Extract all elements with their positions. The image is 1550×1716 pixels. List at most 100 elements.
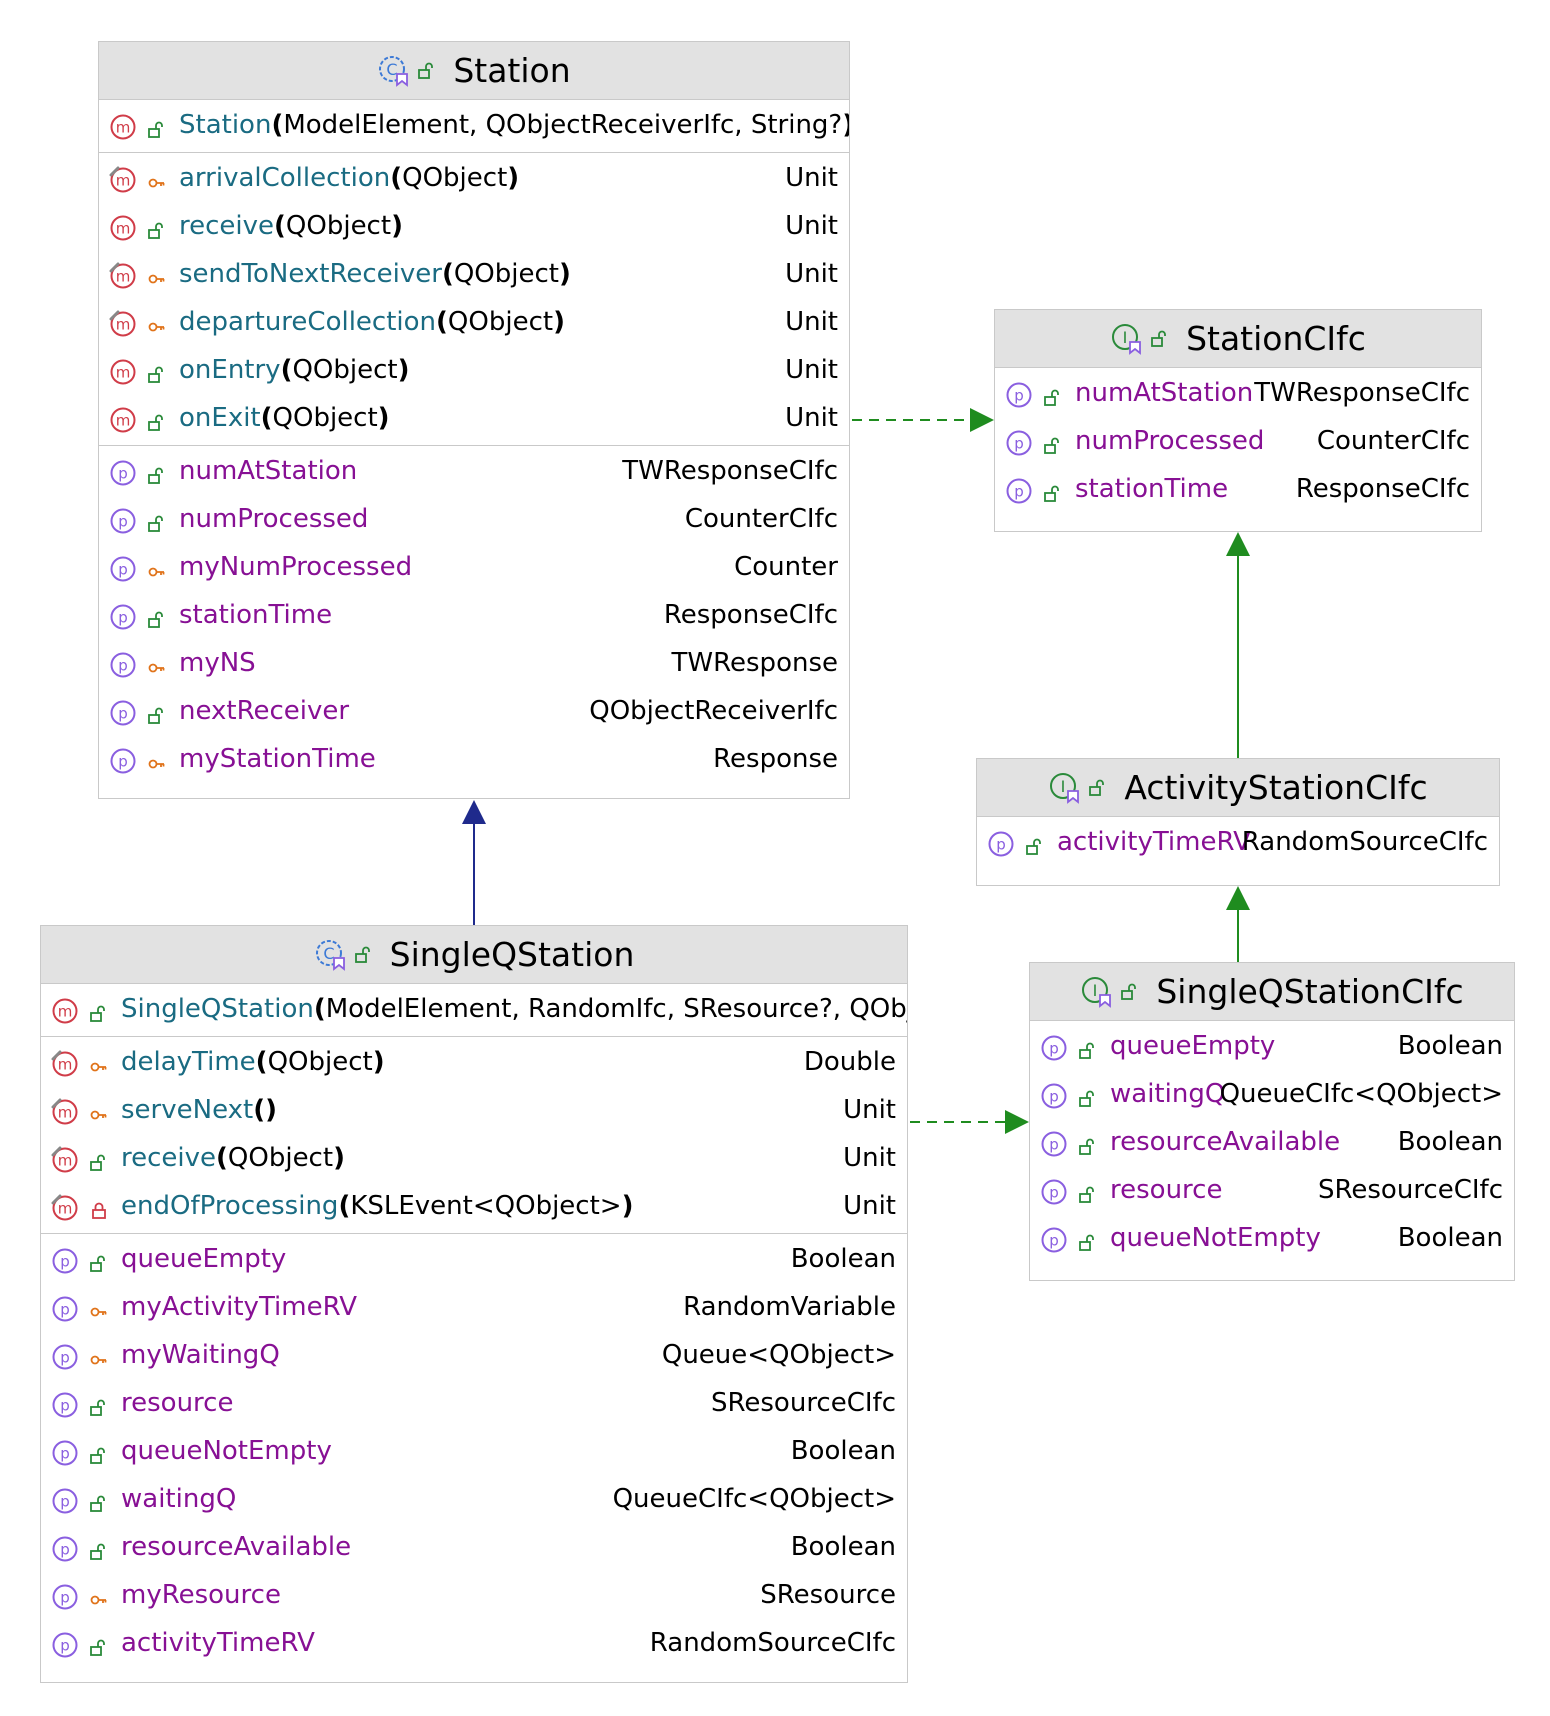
property-type: QObjectReceiverIfc bbox=[589, 696, 838, 726]
method-name: onEntry bbox=[179, 355, 281, 385]
interface-icon: I bbox=[1112, 323, 1141, 355]
svg-text:p: p bbox=[1049, 1088, 1059, 1106]
property-icon: p bbox=[52, 1392, 78, 1418]
method-override-icon: m bbox=[109, 166, 136, 193]
method-override-icon: m bbox=[109, 262, 136, 289]
svg-text:m: m bbox=[58, 1056, 73, 1074]
property-icon: p bbox=[52, 1296, 78, 1322]
private-key-icon bbox=[148, 322, 165, 332]
property-name: numProcessed bbox=[179, 504, 369, 534]
property-type: Queue<QObject> bbox=[661, 1340, 896, 1370]
method-override-icon: m bbox=[51, 1194, 78, 1221]
svg-text:p: p bbox=[1014, 483, 1024, 501]
class-title: StationCIfc bbox=[1186, 319, 1366, 358]
public-lock-icon bbox=[90, 1005, 105, 1022]
method-params: QObject bbox=[402, 163, 508, 193]
svg-text:m: m bbox=[116, 268, 131, 286]
property-icon: p bbox=[52, 1536, 78, 1562]
property-row[interactable]: p numProcessed CounterCIfc bbox=[995, 418, 1481, 466]
property-name: numAtStation bbox=[179, 456, 358, 486]
property-type: TWResponse bbox=[671, 648, 838, 678]
public-lock-icon bbox=[148, 366, 163, 383]
svg-text:m: m bbox=[116, 364, 131, 382]
property-type: SResourceCIfc bbox=[710, 1388, 896, 1418]
class-header[interactable]: I StationCIfc bbox=[995, 310, 1481, 368]
property-icon: p bbox=[52, 1248, 78, 1274]
method-return-type: Unit bbox=[785, 355, 838, 385]
property-icon: p bbox=[1006, 478, 1032, 504]
public-lock-icon bbox=[90, 1399, 105, 1416]
method-override-icon: m bbox=[109, 310, 136, 337]
property-name: myResource bbox=[121, 1580, 281, 1610]
property-type: CounterCIfc bbox=[684, 504, 838, 534]
public-lock-icon bbox=[148, 222, 163, 239]
method-icon: m bbox=[110, 359, 136, 385]
private-key-icon bbox=[90, 1595, 107, 1605]
property-type: Boolean bbox=[1397, 1127, 1503, 1157]
svg-text:p: p bbox=[1014, 435, 1024, 453]
property-icon: p bbox=[52, 1344, 78, 1370]
method-return-type: Unit bbox=[785, 307, 838, 337]
property-type: CounterCIfc bbox=[1316, 426, 1470, 456]
class-icon: C bbox=[379, 55, 409, 87]
property-name: myActivityTimeRV bbox=[121, 1292, 358, 1322]
property-type: SResource bbox=[760, 1580, 896, 1610]
property-name: activityTimeRV bbox=[121, 1628, 315, 1658]
method-params: QObject bbox=[227, 1143, 334, 1173]
property-name: numProcessed bbox=[1075, 426, 1265, 456]
method-params: QObject bbox=[285, 211, 392, 241]
method-return-type: Unit bbox=[785, 259, 838, 289]
svg-text:p: p bbox=[60, 1253, 70, 1271]
property-name: myStationTime bbox=[179, 744, 376, 774]
private-key-icon bbox=[148, 663, 165, 673]
method-override-icon: m bbox=[51, 1050, 78, 1077]
public-lock-icon bbox=[90, 1543, 105, 1560]
